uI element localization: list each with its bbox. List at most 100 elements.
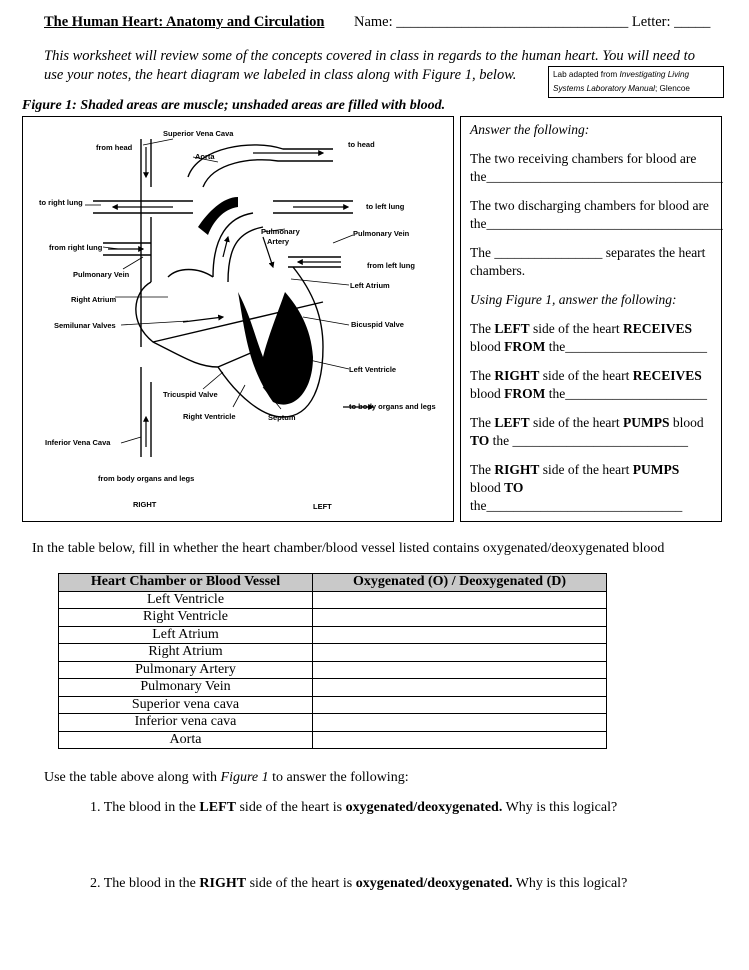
table-row: Left Ventricle <box>58 590 607 609</box>
label-from-right-lung: from right lung <box>49 243 103 252</box>
name-letter-field[interactable]: Name: ________________________________ L… <box>354 14 711 30</box>
table-row: Right Atrium <box>58 643 607 662</box>
table-row: Pulmonary Vein <box>58 678 607 697</box>
q-text: blood <box>470 386 505 401</box>
heart-figure: Superior Vena Cava from head Aorta to he… <box>22 116 454 522</box>
q-blank[interactable]: the_____________________ <box>545 386 708 401</box>
followup-intro: Use the table above along with Figure 1 … <box>44 770 409 786</box>
table-row: Inferior vena cava <box>58 713 607 732</box>
intro-text: This worksheet will review some of the c… <box>44 48 695 83</box>
answer-cell[interactable] <box>312 695 607 714</box>
q-blank[interactable]: the_____________________________ <box>470 498 683 513</box>
heart-diagram: Superior Vena Cava from head Aorta to he… <box>39 129 436 511</box>
question-left-pumps[interactable]: The LEFT side of the heart PUMPS blood T… <box>470 414 711 450</box>
credit-source: Investigating Living Systems Laboratory … <box>553 70 690 93</box>
answer-cell[interactable] <box>312 590 607 609</box>
q-bold: RIGHT <box>199 876 247 891</box>
credit-prefix: Lab adapted from <box>553 70 620 79</box>
figure-caption: Figure 1: Shaded areas are muscle; unsha… <box>22 98 446 113</box>
followup-text: Use the table above along with <box>44 770 221 785</box>
chamber-cell: Pulmonary Artery <box>58 660 313 679</box>
chamber-cell: Right Ventricle <box>58 608 313 627</box>
answer-cell[interactable] <box>312 713 607 732</box>
question-left-receives[interactable]: The LEFT side of the heart RECEIVES bloo… <box>470 320 711 356</box>
questions-heading-2: Using Figure 1, answer the following: <box>470 292 677 307</box>
label-inferior-vena-cava: Inferior Vena Cava <box>45 438 111 447</box>
question-discharging-chambers[interactable]: The two discharging chambers for blood a… <box>470 198 723 231</box>
q-text: blood <box>470 339 505 354</box>
label-to-head: to head <box>348 140 375 149</box>
label-septum: Septum <box>268 413 296 422</box>
label-pulmonary-vein-left: Pulmonary Vein <box>73 270 130 279</box>
label-pulmonary-vein-right: Pulmonary Vein <box>353 229 410 238</box>
label-right: RIGHT <box>133 500 157 509</box>
answer-cell[interactable] <box>312 608 607 627</box>
label-right-ventricle: Right Ventricle <box>183 412 236 421</box>
q-text: The <box>470 321 495 336</box>
answer-cell[interactable] <box>312 625 607 644</box>
q-text: blood <box>669 415 704 430</box>
oxygenation-table: Heart Chamber or Blood Vessel Oxygenated… <box>58 573 607 749</box>
followup-text: to answer the following: <box>268 770 409 785</box>
label-pulmonary-artery-1: Pulmonary <box>261 227 301 236</box>
answer-cell[interactable] <box>312 678 607 697</box>
label-semilunar-valves: Semilunar Valves <box>54 321 116 330</box>
label-from-body: from body organs and legs <box>98 474 194 483</box>
followup-question-1: 1. The blood in the LEFT side of the hea… <box>90 800 617 816</box>
q-text: side of the heart is <box>246 876 356 891</box>
q-text: side of the heart is <box>235 800 346 815</box>
q-bold: RIGHT <box>494 368 540 383</box>
table-row: Pulmonary Artery <box>58 660 607 679</box>
q-blank[interactable]: the_____________________ <box>545 339 708 354</box>
q-text: blood <box>470 480 505 495</box>
worksheet-title: The Human Heart: Anatomy and Circulation <box>44 14 325 30</box>
q-text: Why is this logical? <box>512 876 628 891</box>
q-text: The <box>470 462 495 477</box>
q-text: 2. The blood in the <box>90 876 200 891</box>
q-bold: PUMPS <box>632 462 680 477</box>
q-text: The <box>470 415 495 430</box>
question-separates[interactable]: The ________________ separates the heart… <box>470 245 706 278</box>
table-row: Aorta <box>58 730 607 749</box>
table-header-row: Heart Chamber or Blood Vessel Oxygenated… <box>58 573 607 592</box>
question-right-pumps[interactable]: The RIGHT side of the heart PUMPS blood … <box>470 461 711 515</box>
q-bold: TO <box>504 480 524 495</box>
chamber-cell: Left Ventricle <box>58 590 313 609</box>
table-row: Right Ventricle <box>58 608 607 627</box>
table-row: Left Atrium <box>58 625 607 644</box>
label-left: LEFT <box>313 502 332 511</box>
table-row: Superior vena cava <box>58 695 607 714</box>
followup-question-2: 2. The blood in the RIGHT side of the he… <box>90 876 627 892</box>
answer-cell[interactable] <box>312 643 607 662</box>
label-bicuspid-valve: Bicuspid Valve <box>351 320 404 329</box>
table-intro: In the table below, fill in whether the … <box>32 541 665 556</box>
label-pulmonary-artery-2: Artery <box>267 237 290 246</box>
q-text: side of the heart <box>529 321 623 336</box>
label-from-left-lung: from left lung <box>367 261 415 270</box>
answer-cell[interactable] <box>312 730 607 749</box>
label-to-body: to body organs and legs <box>349 402 436 411</box>
q-blank[interactable]: the __________________________ <box>489 433 689 448</box>
q-text: Why is this logical? <box>502 800 618 815</box>
q-text: side of the heart <box>539 462 633 477</box>
questions-panel: Answer the following: The two receiving … <box>460 116 723 522</box>
label-right-atrium: Right Atrium <box>71 295 116 304</box>
q-bold: FROM <box>504 339 546 354</box>
q-bold: RIGHT <box>494 462 540 477</box>
q-bold: oxygenated/deoxygenated. <box>345 800 503 815</box>
credit-box: Lab adapted from Investigating Living Sy… <box>548 66 724 98</box>
question-receiving-chambers[interactable]: The two receiving chambers for blood are… <box>470 151 723 184</box>
chamber-cell: Inferior vena cava <box>58 713 313 732</box>
answer-cell[interactable] <box>312 660 607 679</box>
q-bold: RECEIVES <box>622 321 693 336</box>
label-superior-vena-cava: Superior Vena Cava <box>163 129 234 138</box>
label-left-ventricle: Left Ventricle <box>349 365 396 374</box>
q-bold: oxygenated/deoxygenated. <box>355 876 513 891</box>
q-bold: PUMPS <box>622 415 670 430</box>
chamber-cell: Aorta <box>58 730 313 749</box>
q-bold: LEFT <box>494 321 530 336</box>
question-right-receives[interactable]: The RIGHT side of the heart RECEIVES blo… <box>470 367 711 403</box>
q-text: The <box>470 368 495 383</box>
chamber-cell: Left Atrium <box>58 625 313 644</box>
chamber-cell: Superior vena cava <box>58 695 313 714</box>
